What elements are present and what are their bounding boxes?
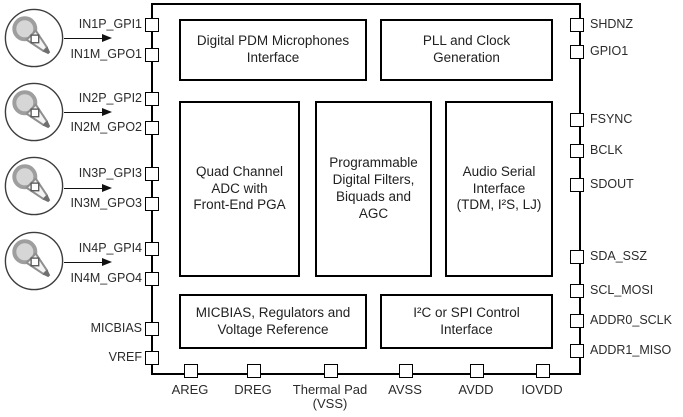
mic1-arrowhead-icon	[102, 34, 112, 42]
pin-square-in3m	[145, 197, 159, 211]
block-pdm-interface: Digital PDM Microphones Interface	[179, 19, 367, 81]
pin-label-avdd: AVDD	[458, 382, 494, 397]
pin-label-sda-ssz: SDA_SSZ	[590, 249, 647, 263]
mic2-arrowhead-icon	[102, 108, 112, 116]
pin-label-gpio1: GPIO1	[590, 44, 629, 58]
pin-square-dreg	[247, 364, 261, 378]
pin-square-in3p	[145, 167, 159, 181]
pin-label-in4m-gpo4: IN4M_GPO4	[70, 271, 142, 285]
pin-square-thermal-pad	[324, 364, 338, 378]
microphone-icon	[4, 156, 64, 216]
microphone-icon	[4, 231, 64, 291]
pin-label-in3m-gpo3: IN3M_GPO3	[70, 196, 142, 210]
pin-square-in4m	[145, 272, 159, 286]
pin-label-in4p-gpi4: IN4P_GPI4	[78, 241, 142, 255]
pin-square-gpio1	[570, 45, 584, 59]
pin-label-in1p-gpi1: IN1P_GPI1	[78, 17, 142, 31]
pin-label-sdout: SDOUT	[590, 177, 634, 191]
pin-square-micbias	[145, 322, 159, 336]
pin-square-sdout	[570, 178, 584, 192]
pin-label-shdnz: SHDNZ	[590, 17, 634, 31]
pin-label-vref: VREF	[108, 350, 142, 364]
mic3-arrowhead-icon	[102, 184, 112, 192]
mic4-arrowhead-icon	[102, 258, 112, 266]
pin-square-vref	[145, 351, 159, 365]
pin-square-fsync	[570, 113, 584, 127]
block-pll-clock: PLL and Clock Generation	[380, 19, 553, 81]
block-audio-serial-interface: Audio Serial Interface (TDM, I²S, LJ)	[445, 101, 553, 277]
pin-square-avdd	[470, 364, 484, 378]
pin-square-sda-ssz	[570, 250, 584, 264]
pin-label-in2p-gpi2: IN2P_GPI2	[78, 91, 142, 105]
block-quad-adc: Quad Channel ADC with Front-End PGA	[179, 101, 300, 277]
pin-square-in2m	[145, 121, 159, 135]
block-i2c-spi-control: I²C or SPI Control Interface	[380, 294, 553, 349]
mic3-signal-arrow	[64, 188, 103, 189]
pin-square-addr0-sclk	[570, 314, 584, 328]
pin-square-shdnz	[570, 18, 584, 32]
pin-label-addr1-miso: ADDR1_MISO	[590, 343, 672, 357]
pin-label-addr0-sclk: ADDR0_SCLK	[590, 313, 672, 327]
pin-label-thermal-pad-vss: Thermal Pad (VSS)	[292, 382, 368, 411]
block-digital-filters: Programmable Digital Filters, Biquads an…	[315, 101, 432, 277]
pin-label-in1m-gpo1: IN1M_GPO1	[70, 47, 142, 61]
pin-label-dreg: DREG	[234, 382, 272, 397]
pin-square-avss	[399, 364, 413, 378]
block-micbias-regulators: MICBIAS, Regulators and Voltage Referenc…	[179, 294, 367, 349]
pin-square-in1p	[145, 18, 159, 32]
pin-label-in2m-gpo2: IN2M_GPO2	[70, 120, 142, 134]
pin-label-scl-mosi: SCL_MOSI	[590, 283, 654, 297]
pin-square-areg	[184, 364, 198, 378]
pin-label-micbias: MICBIAS	[90, 321, 142, 335]
pin-square-bclk	[570, 144, 584, 158]
pin-label-avss: AVSS	[388, 382, 422, 397]
microphone-icon	[4, 82, 64, 142]
pin-square-in4p	[145, 242, 159, 256]
pin-square-in2p	[145, 92, 159, 106]
microphone-icon	[4, 8, 64, 68]
pin-label-in3p-gpi3: IN3P_GPI3	[78, 166, 142, 180]
pin-square-iovdd	[536, 364, 550, 378]
pin-label-fsync: FSYNC	[590, 112, 633, 126]
mic2-signal-arrow	[64, 112, 103, 113]
mic4-signal-arrow	[64, 262, 103, 263]
pin-square-in1m	[145, 48, 159, 62]
pin-square-scl-mosi	[570, 284, 584, 298]
pin-label-bclk: BCLK	[590, 143, 623, 157]
mic1-signal-arrow	[64, 38, 103, 39]
pin-label-areg: AREG	[171, 382, 209, 397]
pin-label-iovdd: IOVDD	[521, 382, 563, 397]
pin-square-addr1-miso	[570, 344, 584, 358]
